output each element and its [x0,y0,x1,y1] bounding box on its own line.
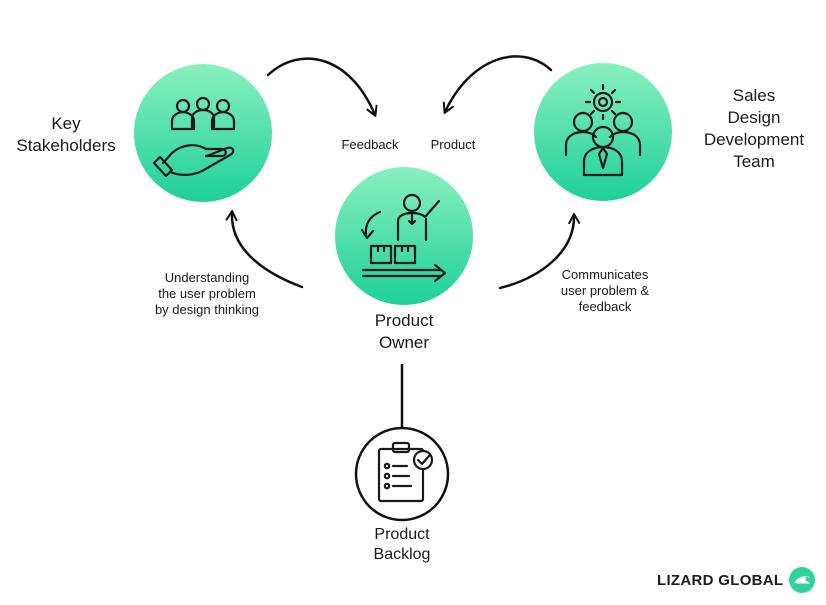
stakeholders-node [134,64,272,202]
brand-logo: LIZARD GLOBAL [657,566,816,594]
product-owner-presenter-icon [360,193,447,283]
clipboard-checklist-icon [377,441,434,503]
lizard-logo-icon [789,567,816,593]
team-label: Sales Design Development Team [703,86,805,171]
owner-circle [335,167,473,305]
backlog-node [354,426,450,522]
communicates-label: Communicates user problem & feedback [560,267,650,314]
stakeholders-label: Key Stakeholders [16,114,116,155]
feedback-arrow [266,57,378,117]
communicates-arrow [498,213,581,290]
understanding-label: Understanding the user problem by design… [154,270,260,317]
product-arrow [442,55,553,114]
stakeholders-hand-icon [152,96,236,178]
team-gear-icon [564,83,642,177]
backlog-label: Product Backlog [373,526,431,563]
backlog-circle [354,426,450,522]
product-label: Product [430,137,476,152]
owner-label: Product Owner [374,311,434,352]
stakeholders-circle [134,64,272,202]
team-node [534,63,672,201]
brand-name: LIZARD GLOBAL [657,571,784,589]
owner-node [335,167,473,305]
understanding-arrow [225,210,304,289]
team-circle [534,63,672,201]
feedback-label: Feedback [341,137,399,152]
